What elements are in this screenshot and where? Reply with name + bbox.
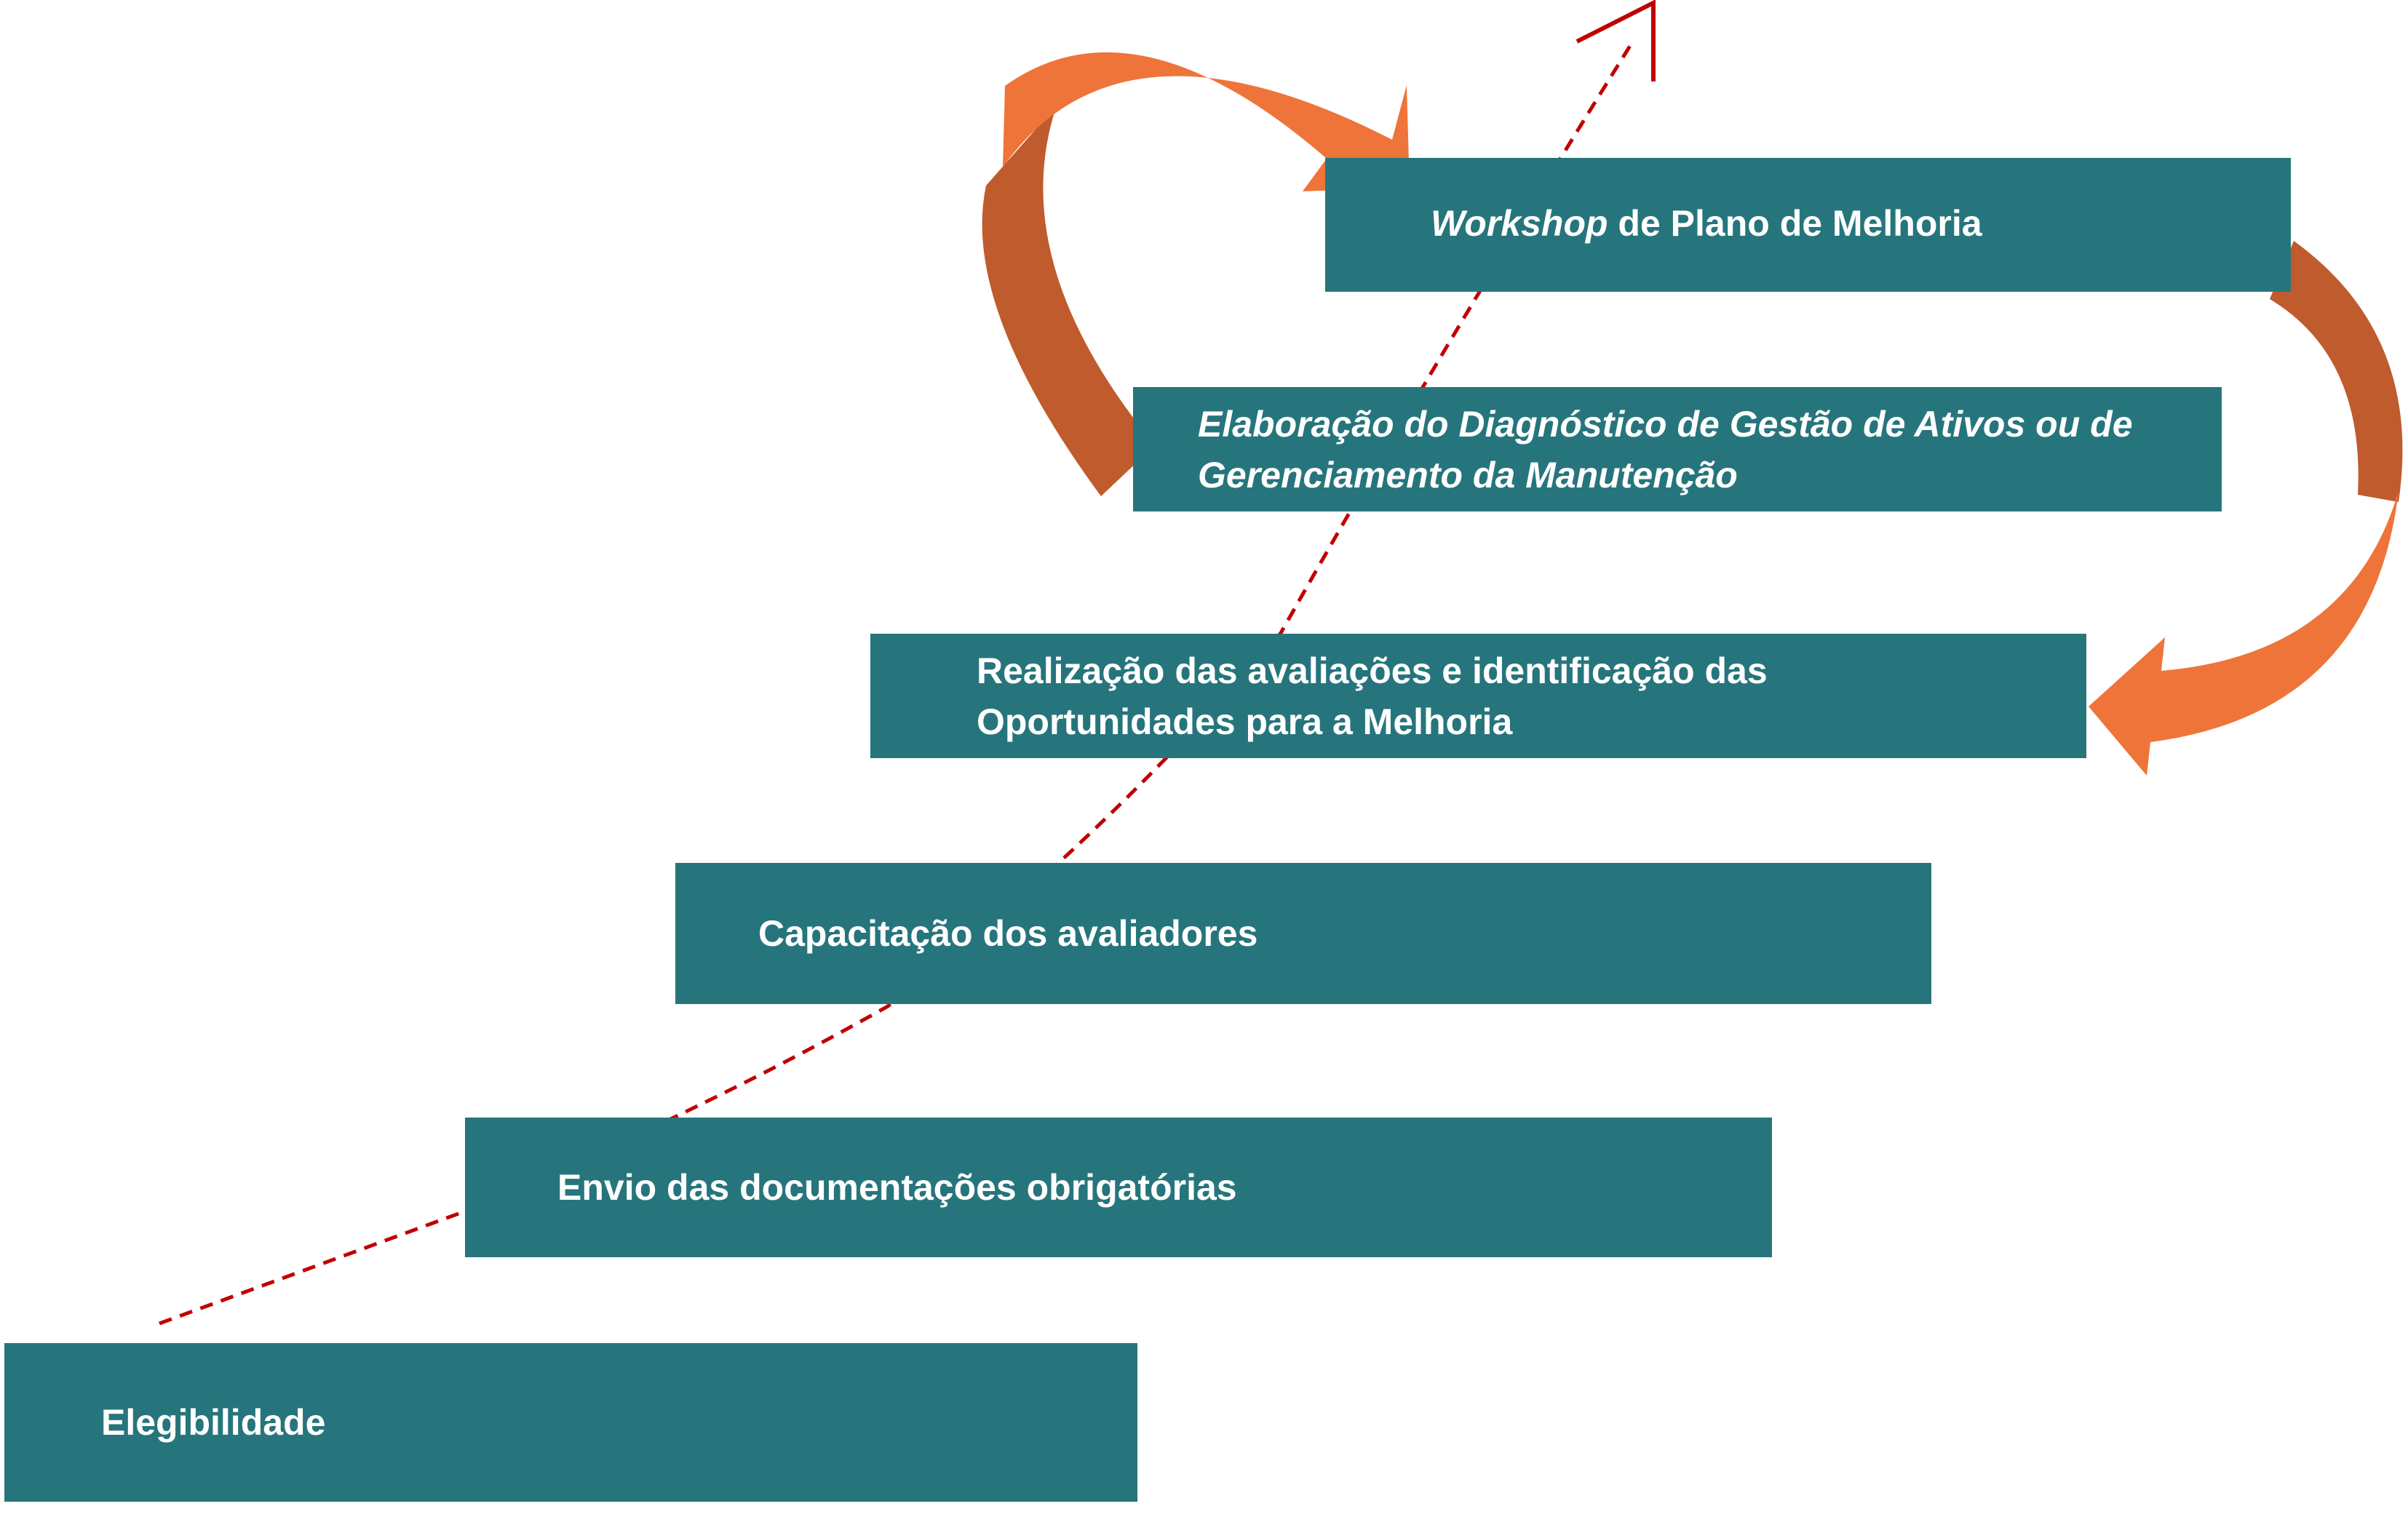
step-label-line2: Gerenciamento da Manutenção [1198,454,1738,495]
step-label-line1: Realização das avaliações e identificaçã… [977,650,1768,691]
step-realizacao-avaliacoes: Realização das avaliações e identificaçã… [870,634,2086,758]
step-envio-documentacoes: Envio das documentações obrigatórias [465,1118,1772,1257]
loop-arrow-top-icon [1003,52,1410,191]
loop-arrow-right-light-icon [2089,491,2399,776]
step-label: Elegibilidade [101,1402,326,1443]
trend-arrowhead-icon [1575,0,1656,81]
loop-arrow-left-icon [982,105,1155,496]
step-label-italic: Workshop [1431,203,1608,244]
step-label: Capacitação dos avaliadores [758,913,1258,954]
step-label: Envio das documentações obrigatórias [557,1167,1237,1208]
step-workshop: Workshop de Plano de Melhoria [1325,158,2291,292]
step-elaboracao-diagnostico: Elaboração do Diagnóstico de Gestão de A… [1133,387,2222,511]
step-label-line2: Oportunidades para a Melhoria [977,701,1513,742]
step-label: Workshop de Plano de Melhoria [1431,198,2291,249]
step-label-line1: Elaboração do Diagnóstico de Gestão de A… [1198,403,2133,445]
trend-dashed-line [159,44,1632,1326]
step-elegibilidade: Elegibilidade [4,1343,1137,1502]
loop-arrow-right-dark-icon [2270,241,2403,502]
step-capacitacao: Capacitação dos avaliadores [675,863,1931,1004]
step-label-rest: de Plano de Melhoria [1608,203,1982,244]
